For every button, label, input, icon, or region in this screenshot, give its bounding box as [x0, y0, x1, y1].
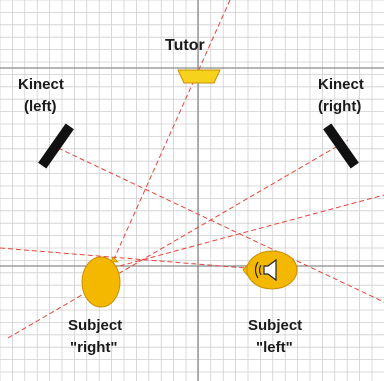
tutor-label: Tutor — [165, 37, 205, 54]
sight-line-kinect-right — [7, 139, 349, 339]
sight-line-tutor-to-subject-right — [109, 0, 231, 269]
tutor-marker — [177, 69, 221, 84]
sight-line-subject-left-gaze — [0, 247, 271, 271]
speaker-icon — [254, 258, 277, 282]
kinect-left-sensor — [38, 123, 74, 169]
subject-left-label-line2: "left" — [256, 339, 293, 356]
kinect-right-label-line2: (right) — [318, 98, 362, 115]
sight-line-subject-right-gaze — [111, 194, 384, 269]
subject-right-marker — [81, 256, 121, 308]
kinect-left-label-line1: Kinect — [18, 76, 64, 93]
subject-right-label-line2: "right" — [70, 339, 118, 356]
subject-right-head-pointer — [110, 256, 119, 263]
subject-right-label-line1: Subject — [68, 317, 123, 334]
kinect-right-label-line1: Kinect — [318, 76, 364, 93]
subject-left-head-pointer — [242, 263, 248, 277]
subject-left-label-line1: Subject — [248, 317, 303, 334]
kinect-left-label-line2: (left) — [24, 98, 57, 115]
kinect-right-sensor — [323, 123, 359, 169]
sight-line-kinect-left — [57, 147, 384, 303]
